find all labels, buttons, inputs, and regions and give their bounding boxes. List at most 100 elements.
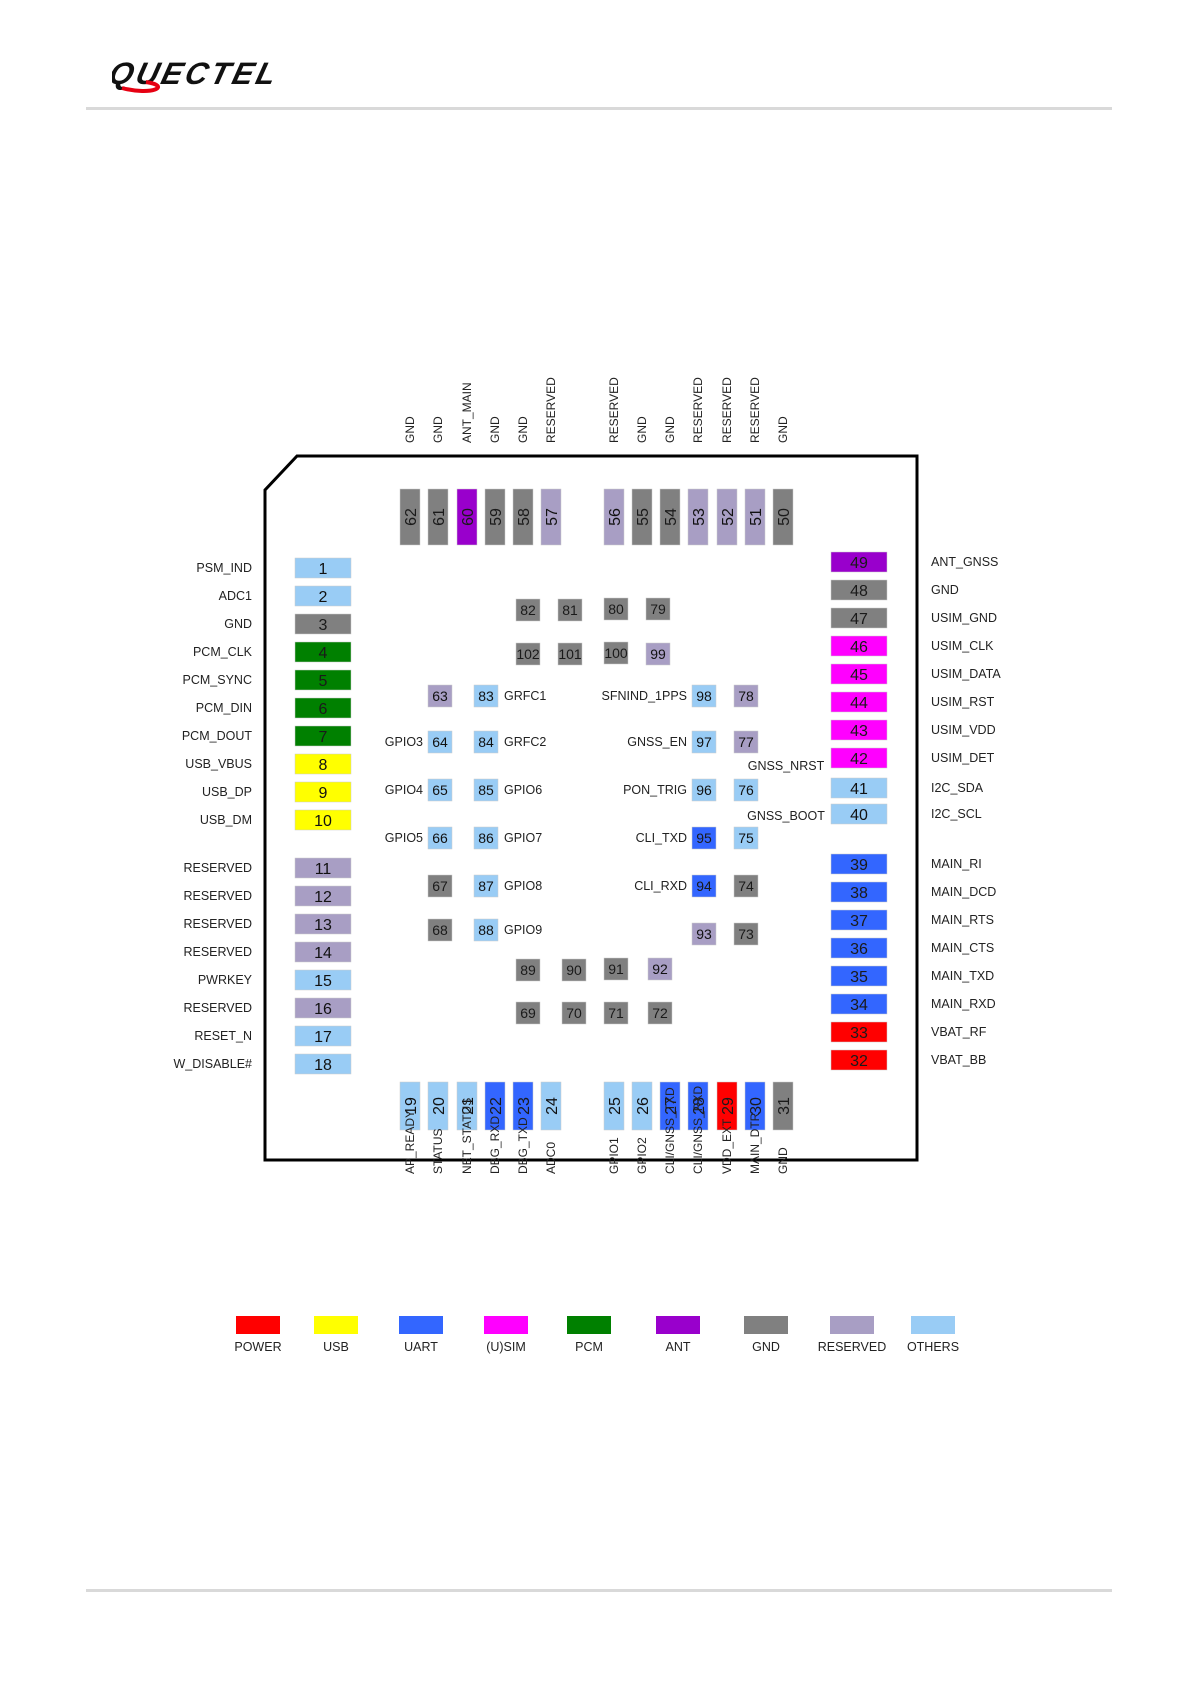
- pin-29: [716, 1081, 738, 1131]
- pin-53: [687, 488, 709, 546]
- pin-60: [456, 488, 478, 546]
- pin-number-37: 37: [850, 913, 868, 930]
- pin-number-73: 73: [738, 926, 754, 942]
- pin-100: [603, 641, 629, 665]
- pin-label-16: RESERVED: [183, 1001, 252, 1015]
- pin-78: [733, 684, 759, 708]
- pin-number-30: 30: [748, 1097, 765, 1115]
- pin-50: [772, 488, 794, 546]
- pin-number-15: 15: [314, 973, 332, 990]
- pin-42: [830, 747, 888, 769]
- pin-number-9: 9: [319, 785, 328, 802]
- pin-number-79: 79: [650, 601, 666, 617]
- pin-87: [473, 874, 499, 898]
- pin-number-56: 56: [607, 508, 624, 526]
- pin-41: [830, 777, 888, 799]
- pin-label-53: RESERVED: [691, 377, 705, 443]
- pin-1: [294, 557, 352, 579]
- pin-assignment-diagram: 1PSM_IND2ADC13GND4PCM_CLK5PCM_SYNC6PCM_D…: [173, 377, 1001, 1174]
- pin-3: [294, 613, 352, 635]
- pin-number-52: 52: [720, 508, 737, 526]
- quectel-logo: QUECTEL: [112, 56, 283, 93]
- pin-number-102: 102: [516, 646, 540, 662]
- pin-label-13: RESERVED: [183, 917, 252, 931]
- pin-55: [631, 488, 653, 546]
- pin-57: [540, 488, 562, 546]
- pin-5: [294, 669, 352, 691]
- pin-96: [691, 778, 717, 802]
- pin-number-3: 3: [319, 617, 328, 634]
- pin-label-18: W_DISABLE#: [173, 1057, 252, 1071]
- pin-85: [473, 778, 499, 802]
- pin-number-80: 80: [608, 601, 624, 617]
- pin-number-97: 97: [696, 734, 712, 750]
- pin-number-36: 36: [850, 941, 868, 958]
- legend-label-ant: ANT: [666, 1340, 691, 1354]
- pin-label-15: PWRKEY: [198, 973, 253, 987]
- pin-number-68: 68: [432, 922, 448, 938]
- pin-label-30: MAIN_DTR: [748, 1112, 762, 1174]
- pin-number-7: 7: [319, 729, 328, 746]
- pin-label-54: GND: [663, 416, 677, 443]
- pin-label-39: MAIN_RI: [931, 857, 982, 871]
- pin-number-64: 64: [432, 734, 448, 750]
- pin-48: [830, 579, 888, 601]
- pin-4: [294, 641, 352, 663]
- pin-label-46: USIM_CLK: [931, 639, 994, 653]
- pin-2: [294, 585, 352, 607]
- pin-number-29: 29: [720, 1097, 737, 1115]
- pin-54: [659, 488, 681, 546]
- pin-label-43: USIM_VDD: [931, 723, 996, 737]
- pin-number-27: 27: [663, 1097, 680, 1115]
- pin-number-89: 89: [520, 962, 536, 978]
- pin-number-55: 55: [635, 508, 652, 526]
- pin-number-96: 96: [696, 782, 712, 798]
- legend-swatch-ant: [656, 1316, 700, 1334]
- legend-swatch-reserved: [830, 1316, 874, 1334]
- pin-44: [830, 691, 888, 713]
- pin-43: [830, 719, 888, 741]
- pin-number-32: 32: [850, 1053, 868, 1070]
- pin-label-51: RESERVED: [748, 377, 762, 443]
- pin-77: [733, 730, 759, 754]
- pin-number-98: 98: [696, 688, 712, 704]
- pin-label-62: GND: [403, 416, 417, 443]
- legend-label-gnd: GND: [752, 1340, 780, 1354]
- pin-36: [830, 937, 888, 959]
- pin-number-35: 35: [850, 969, 868, 986]
- pin-number-62: 62: [403, 508, 420, 526]
- pin-46: [830, 635, 888, 657]
- legend-label-usb: USB: [323, 1340, 349, 1354]
- pin-number-18: 18: [314, 1057, 332, 1074]
- pin-number-25: 25: [607, 1097, 624, 1115]
- pin-label-21: NET_STATUS: [460, 1098, 474, 1174]
- pin-number-6: 6: [319, 701, 328, 718]
- pin-28: [687, 1081, 709, 1131]
- pin-10: [294, 809, 352, 831]
- pin-70: [561, 1001, 587, 1025]
- pin-number-41: 41: [850, 781, 868, 798]
- pin-22: [484, 1081, 506, 1131]
- pin-label-49: ANT_GNSS: [931, 555, 998, 569]
- pin-99: [645, 642, 671, 666]
- pin-82: [515, 598, 541, 622]
- pin-71: [603, 1001, 629, 1025]
- pin-92: [647, 957, 673, 981]
- pin-23: [512, 1081, 534, 1131]
- pin-number-12: 12: [314, 889, 332, 906]
- pin-6: [294, 697, 352, 719]
- pin-label-96: PON_TRIG: [623, 783, 687, 797]
- pin-number-57: 57: [544, 508, 561, 526]
- pin-33: [830, 1021, 888, 1043]
- pin-102: [515, 642, 541, 666]
- pin-label-12: RESERVED: [183, 889, 252, 903]
- pin-number-75: 75: [738, 830, 754, 846]
- pin-number-82: 82: [520, 602, 536, 618]
- pin-number-90: 90: [566, 962, 582, 978]
- header-rule: [86, 107, 1112, 110]
- pin-label-32: VBAT_BB: [931, 1053, 986, 1067]
- pin-24: [540, 1081, 562, 1131]
- pin-number-91: 91: [608, 961, 624, 977]
- pin-label-97: GNSS_EN: [627, 735, 687, 749]
- pin-number-2: 2: [319, 589, 328, 606]
